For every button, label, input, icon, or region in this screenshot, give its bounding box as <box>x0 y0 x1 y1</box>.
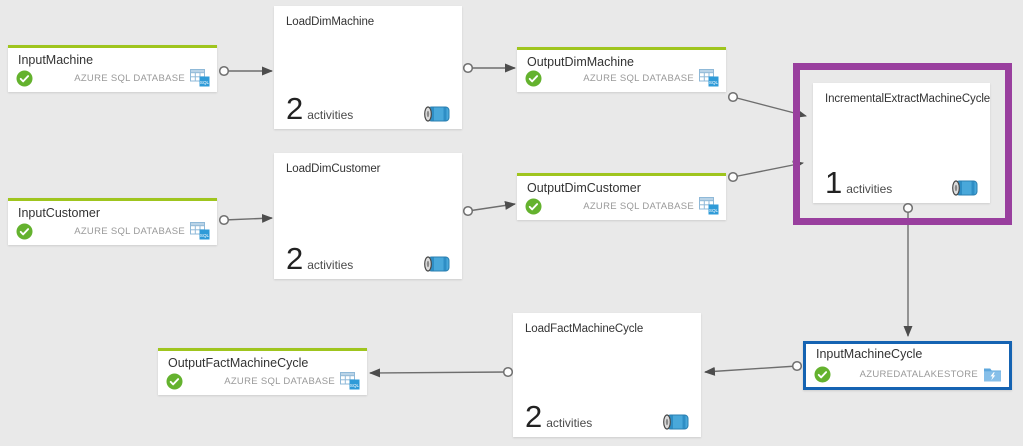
node-title: InputMachine <box>18 53 94 67</box>
status-ok-icon <box>525 198 542 215</box>
dataset-top-bar <box>517 173 726 176</box>
dataset-type-label: AZURE SQL DATABASE <box>583 200 694 212</box>
dataset-type-label: AZURE SQL DATABASE <box>224 375 335 387</box>
svg-text:SQL: SQL <box>200 80 210 85</box>
dataset-status-row: AZURE SQL DATABASE SQL <box>16 69 210 87</box>
svg-text:SQL: SQL <box>200 233 210 238</box>
svg-text:SQL: SQL <box>350 383 360 388</box>
sql-table-icon: SQL <box>340 372 360 390</box>
pipeline-activities-row: 2 activities <box>286 90 451 126</box>
dataset-node-InputCustomer[interactable]: InputCustomer AZURE SQL DATABASE SQL <box>8 198 217 245</box>
node-title: OutputFactMachineCycle <box>168 356 309 370</box>
sql-table-icon: SQL <box>190 69 210 87</box>
activities-label: activities <box>546 415 593 430</box>
activities-count: 2 <box>286 90 304 126</box>
activities-label: activities <box>307 107 354 122</box>
sql-table-icon: SQL <box>699 197 719 215</box>
svg-text:SQL: SQL <box>709 80 719 85</box>
node-title: IncrementalExtractMachineCycle <box>825 93 991 105</box>
status-ok-icon <box>166 373 183 390</box>
node-title: LoadFactMachineCycle <box>525 323 644 335</box>
sql-table-icon: SQL <box>699 69 719 87</box>
dataset-type-label: AZUREDATALAKESTORE <box>859 369 978 380</box>
pipeline-icon <box>662 413 690 431</box>
status-ok-icon <box>814 366 831 383</box>
dataset-status-row: AZURE SQL DATABASE SQL <box>525 69 719 87</box>
activities-count: 1 <box>825 164 843 200</box>
pipeline-node-LoadFactMachineCycle[interactable]: LoadFactMachineCycle 2 activities <box>513 313 701 437</box>
node-title: LoadDimCustomer <box>286 163 381 175</box>
status-ok-icon <box>16 70 33 87</box>
dataset-node-OutputFactMachineCycle[interactable]: OutputFactMachineCycle AZURE SQL DATABAS… <box>158 348 367 395</box>
node-title: OutputDimMachine <box>527 55 634 69</box>
dataset-status-row: AZUREDATALAKESTORE <box>814 366 1002 383</box>
dataset-type-label: AZURE SQL DATABASE <box>74 72 185 84</box>
svg-text:SQL: SQL <box>709 208 719 213</box>
status-ok-icon <box>16 223 33 240</box>
pipeline-icon <box>423 105 451 123</box>
datalake-icon <box>983 367 1002 382</box>
node-title: LoadDimMachine <box>286 16 375 28</box>
pipeline-icon <box>423 255 451 273</box>
dataset-type-label: AZURE SQL DATABASE <box>583 72 694 84</box>
dataset-status-row: AZURE SQL DATABASE SQL <box>525 197 719 215</box>
activities-label: activities <box>307 257 354 272</box>
status-ok-icon <box>525 70 542 87</box>
dataset-node-OutputDimCustomer[interactable]: OutputDimCustomer AZURE SQL DATABASE SQL <box>517 173 726 220</box>
dataset-node-OutputDimMachine[interactable]: OutputDimMachine AZURE SQL DATABASE SQL <box>517 47 726 92</box>
dataset-top-bar <box>158 348 367 351</box>
node-title: OutputDimCustomer <box>527 181 641 195</box>
activities-label: activities <box>846 181 893 196</box>
pipeline-node-IncrementalExtractMachineCycle[interactable]: IncrementalExtractMachineCycle 1 activit… <box>813 83 990 203</box>
sql-table-icon: SQL <box>190 222 210 240</box>
dataset-top-bar <box>8 45 217 48</box>
node-title: InputCustomer <box>18 206 100 220</box>
pipeline-activities-row: 1 activities <box>825 164 979 200</box>
pipeline-node-LoadDimMachine[interactable]: LoadDimMachine 2 activities <box>274 6 462 129</box>
activities-count: 2 <box>525 398 543 434</box>
activities-count: 2 <box>286 240 304 276</box>
pipeline-activities-row: 2 activities <box>525 398 690 434</box>
dataset-node-InputMachineCycle[interactable]: InputMachineCycle AZUREDATALAKESTORE <box>803 341 1012 390</box>
dataset-status-row: AZURE SQL DATABASE SQL <box>16 222 210 240</box>
pipeline-activities-row: 2 activities <box>286 240 451 276</box>
dataset-top-bar <box>8 198 217 201</box>
pipeline-icon <box>951 179 979 197</box>
dataset-type-label: AZURE SQL DATABASE <box>74 225 185 237</box>
pipeline-node-LoadDimCustomer[interactable]: LoadDimCustomer 2 activities <box>274 153 462 279</box>
dataset-top-bar <box>517 47 726 50</box>
dataset-status-row: AZURE SQL DATABASE SQL <box>166 372 360 390</box>
node-title: InputMachineCycle <box>816 347 923 361</box>
dataset-node-InputMachine[interactable]: InputMachine AZURE SQL DATABASE SQL <box>8 45 217 92</box>
